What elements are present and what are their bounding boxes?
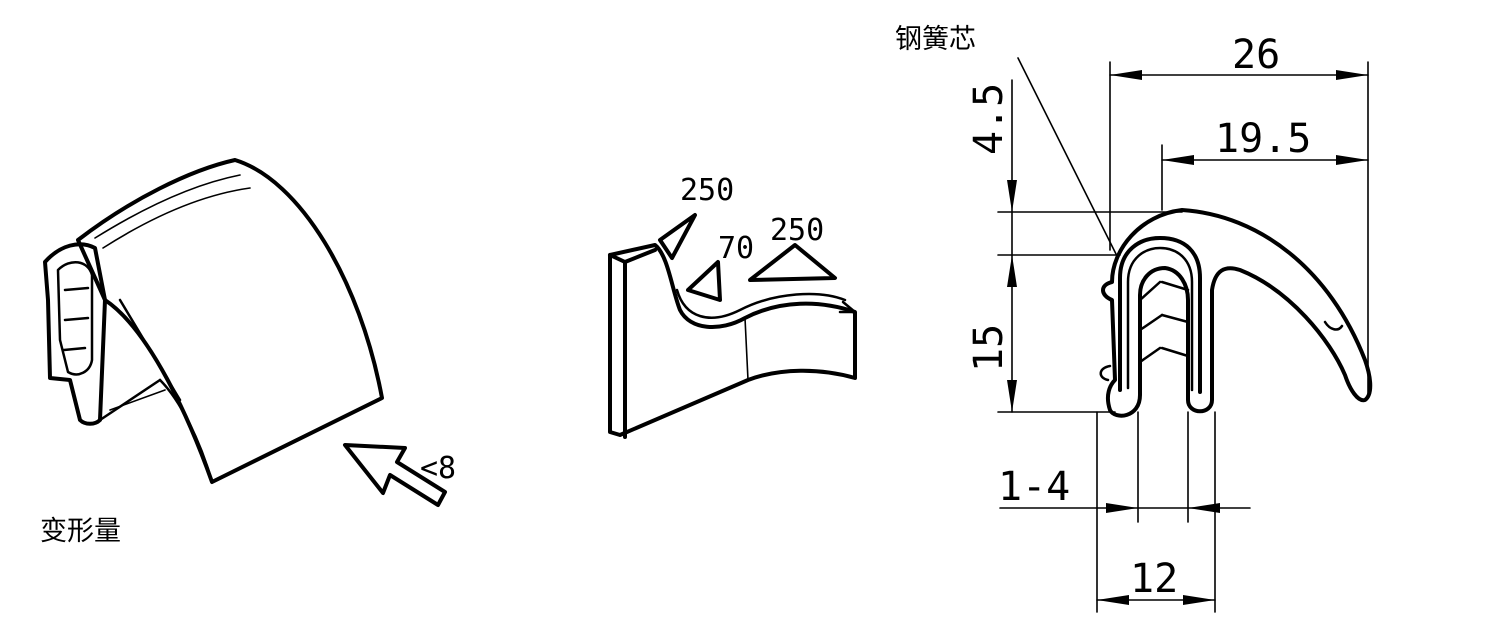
dim-channel-width: 12: [1130, 556, 1178, 602]
force-value-left: 250: [680, 173, 734, 208]
force-value-right: 250: [770, 213, 824, 248]
dim-lip-width: 19.5: [1215, 116, 1311, 162]
deformation-label: 变形量: [40, 516, 121, 547]
force-value-middle: 70: [718, 231, 754, 266]
dim-body-height: 15: [966, 324, 1012, 372]
seal-isometric-view: [43, 158, 447, 507]
deformation-dimension: <8: [420, 451, 456, 486]
profile-cross-section: [997, 57, 1373, 613]
steel-core-label: 钢簧芯: [895, 24, 976, 55]
dim-top-height: 4.5: [966, 83, 1012, 155]
clamp-force-view: [608, 213, 857, 439]
dim-overall-width: 26: [1232, 32, 1280, 78]
dim-grip-range: 1-4: [998, 464, 1070, 510]
